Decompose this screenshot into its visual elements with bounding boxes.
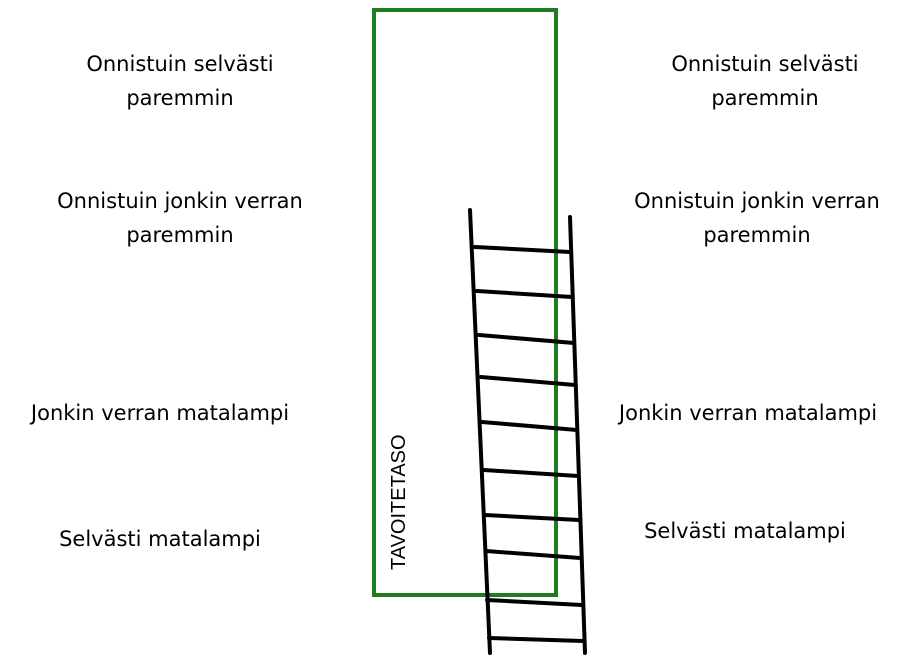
right-label-clearly-better-line-2: paremmin — [711, 86, 819, 110]
right-label-somewhat-lower-line-1: Jonkin verran matalampi — [618, 401, 878, 425]
ladder-left-rail — [468, 208, 492, 655]
left-label-clearly-lower-line-1: Selvästi matalampi — [59, 527, 261, 551]
right-label-clearly-lower: Selvästi matalampi — [615, 514, 875, 548]
right-label-clearly-better: Onnistuin selvästi paremmin — [645, 47, 885, 115]
target-level-box — [372, 8, 558, 597]
ladder-rung — [473, 245, 572, 254]
target-level-label: TAVOITETASO — [388, 434, 410, 570]
ladder-rung — [482, 468, 580, 478]
right-label-somewhat-better-line-2: paremmin — [703, 223, 811, 247]
left-label-somewhat-better-line-1: Onnistuin jonkin verran — [57, 189, 303, 213]
left-label-clearly-lower: Selvästi matalampi — [30, 522, 290, 556]
ladder-rung — [477, 333, 576, 345]
left-label-somewhat-better: Onnistuin jonkin verran paremmin — [20, 184, 340, 252]
right-label-somewhat-better: Onnistuin jonkin verran paremmin — [597, 184, 909, 252]
ladder-rung — [487, 636, 585, 643]
right-label-clearly-better-line-1: Onnistuin selvästi — [671, 52, 859, 76]
ladder-right-rail — [568, 215, 587, 655]
left-label-somewhat-lower-line-1: Jonkin verran matalampi — [30, 401, 290, 425]
right-label-somewhat-lower: Jonkin verran matalampi — [588, 396, 908, 430]
ladder-rung — [475, 289, 574, 299]
left-label-clearly-better-line-1: Onnistuin selvästi — [86, 52, 274, 76]
ladder-rung — [479, 375, 577, 387]
ladder-rung — [480, 420, 579, 432]
left-label-clearly-better: Onnistuin selvästi paremmin — [60, 47, 300, 115]
ladder-rung — [484, 549, 582, 560]
ladder-rung — [483, 513, 581, 522]
left-label-clearly-better-line-2: paremmin — [126, 86, 234, 110]
ladder — [468, 208, 587, 655]
left-label-somewhat-lower: Jonkin verran matalampi — [0, 396, 320, 430]
right-label-somewhat-better-line-1: Onnistuin jonkin verran — [634, 189, 880, 213]
right-label-clearly-lower-line-1: Selvästi matalampi — [644, 519, 846, 543]
left-label-somewhat-better-line-2: paremmin — [126, 223, 234, 247]
ladder-rung — [485, 598, 584, 607]
